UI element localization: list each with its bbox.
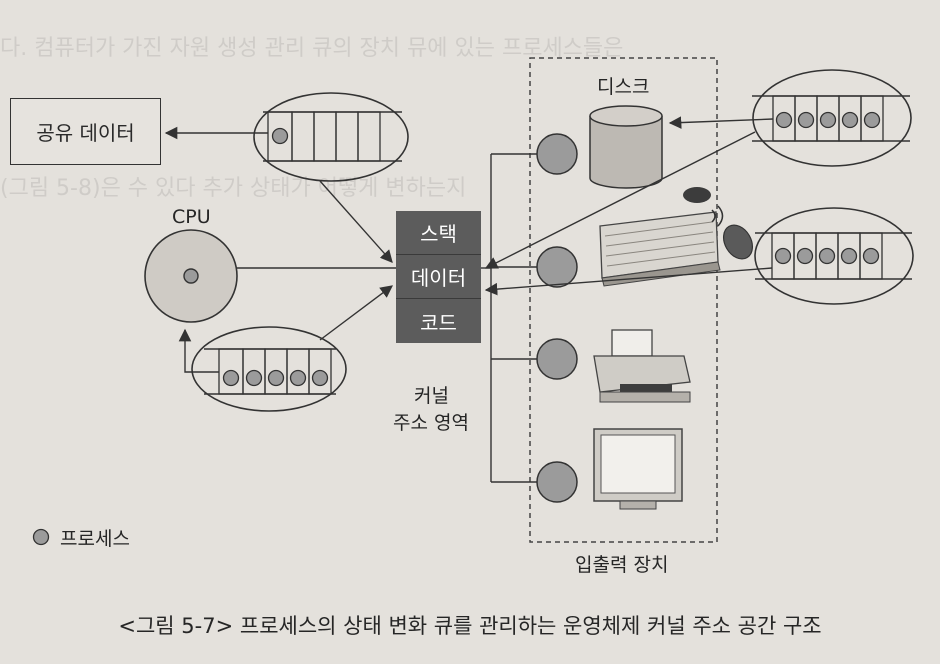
kernel-label-line2: 주소 영역 xyxy=(393,412,469,434)
process-dot xyxy=(796,247,814,265)
kernel-label-line1: 커널 xyxy=(414,385,449,407)
cpu-label: CPU xyxy=(172,206,211,228)
shared-data-queue xyxy=(253,92,409,182)
ready-queue xyxy=(191,326,347,412)
process-dot xyxy=(775,111,793,129)
arrow-ready-queue-to-cpu xyxy=(178,328,219,373)
disk-io-circle xyxy=(536,133,578,175)
process-dot xyxy=(222,369,240,387)
arrow-disk-queue-to-disk xyxy=(668,116,774,129)
cpu-disk xyxy=(144,229,238,323)
monitor-icon xyxy=(593,428,683,510)
process-dot xyxy=(841,111,859,129)
process-dot xyxy=(271,127,289,145)
arrow-ready-queue-to-data xyxy=(319,285,394,341)
stack-cell-code: 코드 xyxy=(396,299,481,343)
keyboard-icon xyxy=(599,211,721,287)
process-dot xyxy=(863,111,881,129)
process-dot xyxy=(245,369,263,387)
disk-queue xyxy=(752,69,912,167)
process-dot xyxy=(774,247,792,265)
monitor-io-circle xyxy=(536,461,578,503)
stack-cell-data: 데이터 xyxy=(396,255,481,299)
process-dot xyxy=(819,111,837,129)
legend-process-dot xyxy=(32,528,50,546)
io-device-label: 입출력 장치 xyxy=(575,554,669,576)
bleed-through-text-top: 다. 컴퓨터가 가진 자원 생성 관리 큐의 장치 뮤에 있는 프로세스들은 xyxy=(0,36,624,60)
arrow-disk-queue-to-data xyxy=(484,131,756,269)
figure-caption: <그림 5-7> 프로세스의 상태 변화 큐를 관리하는 운영체제 커널 주소 … xyxy=(118,614,822,638)
process-dot xyxy=(311,369,329,387)
process-dot xyxy=(289,369,307,387)
bleed-through-text-mid: (그림 5-8)은 수 있다 추가 상태가 어떻게 변하는지 xyxy=(0,176,467,200)
process-dot xyxy=(818,247,836,265)
keyboard-io-circle xyxy=(536,246,578,288)
process-dot xyxy=(797,111,815,129)
queue-ellipse xyxy=(253,92,409,182)
process-dot xyxy=(267,369,285,387)
arrow-keyboard-queue-to-data xyxy=(484,267,773,296)
io-device-region xyxy=(529,57,718,543)
shared-data-box: 공유 데이터 xyxy=(10,98,161,165)
stack-cell-stack: 스택 xyxy=(396,211,481,255)
mouse-icon xyxy=(683,187,754,260)
keyboard-queue xyxy=(754,207,914,305)
legend-label: 프로세스 xyxy=(60,528,130,550)
process-dot xyxy=(862,247,880,265)
printer-icon xyxy=(593,329,691,403)
arrow-queue-to-data xyxy=(319,180,393,263)
printer-io-circle xyxy=(536,338,578,380)
disk-icon xyxy=(589,105,663,189)
disk-label: 디스크 xyxy=(597,76,650,98)
process-dot xyxy=(840,247,858,265)
